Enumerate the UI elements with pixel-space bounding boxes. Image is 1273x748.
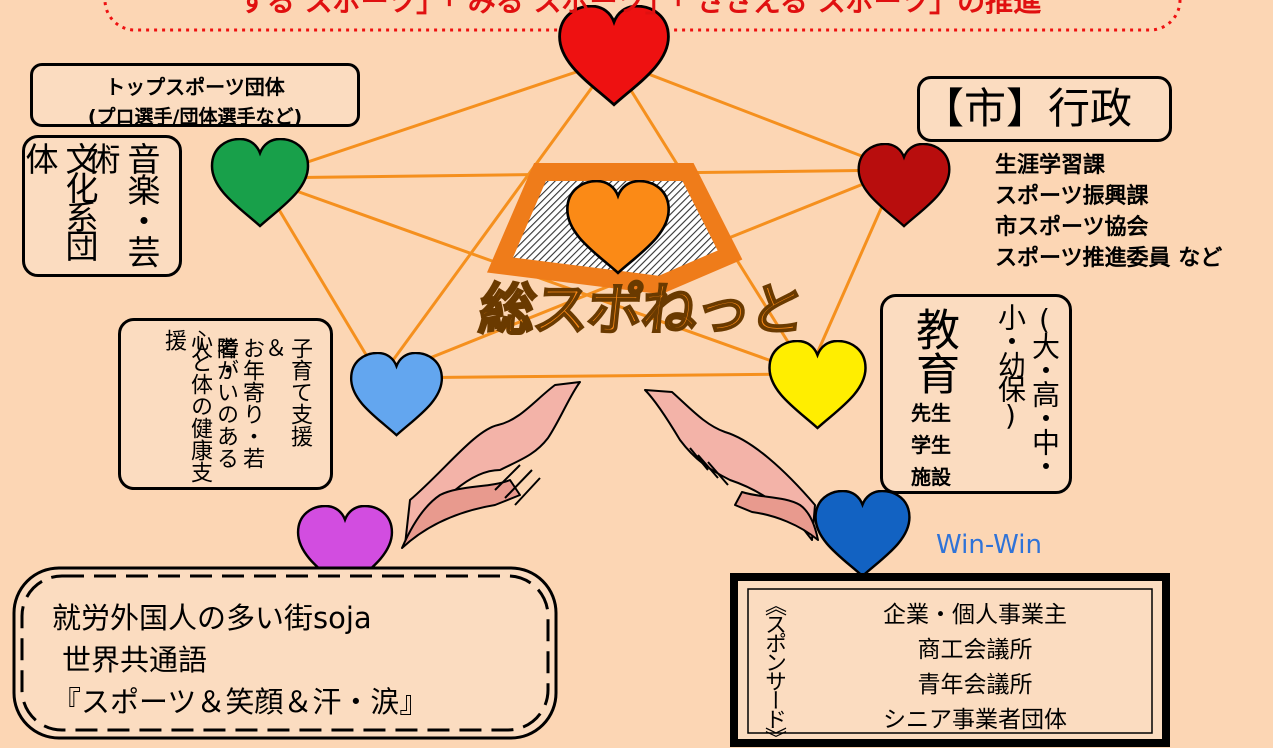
foreign-line-2: 世界共通語 bbox=[62, 643, 208, 677]
heart-blue-icon bbox=[814, 490, 911, 578]
top-sports-title: トップスポーツ団体 bbox=[105, 75, 285, 99]
care-text-4: 心と体の健康支援 bbox=[161, 329, 212, 483]
banner-text: する スポーツ」「 みる スポーツ」「 ささえる スポーツ」の推進 bbox=[238, 0, 1042, 18]
care-text-3: 障がいのある人 bbox=[187, 337, 238, 469]
sponsor-list: 企業・個人事業主 商工会議所 青年会議所 シニア事業者団体 bbox=[815, 598, 1135, 738]
foreign-frame bbox=[12, 566, 558, 740]
gov-list: 生涯学習課 スポーツ振興課 市スポーツ協会 スポーツ推進委員 など bbox=[995, 150, 1222, 274]
gov-item: スポーツ振興課 bbox=[995, 184, 1149, 209]
sponsor-frame bbox=[730, 573, 1170, 747]
edu-item: 先生 bbox=[911, 401, 951, 425]
sponsor-label: 《スポンサード》 bbox=[761, 594, 786, 746]
sponsor-item: 企業・個人事業主 bbox=[883, 602, 1067, 628]
gov-item: 生涯学習課 bbox=[995, 153, 1106, 178]
care-text-1: 子育て支援 ＆ bbox=[261, 337, 312, 447]
handshake-icon bbox=[401, 381, 819, 549]
top-sports-subtitle: (プロ選手/団体選手など) bbox=[87, 106, 303, 128]
center-label: 総スポねっと bbox=[475, 277, 808, 344]
heart-lightblue-icon bbox=[349, 352, 444, 437]
foreign-line-1: 就労外国人の多い街soja bbox=[52, 601, 372, 635]
foreign-line-3: 『スポーツ＆笑顔＆汗・涙』 bbox=[52, 685, 429, 719]
culture-box: 音楽・芸術 文化系団体 bbox=[20, 135, 182, 277]
sponsor-inner-frame bbox=[747, 588, 1153, 734]
care-box: 子育て支援 ＆ お年寄り・若者・ 障がいのある人 心と体の健康支援 bbox=[118, 318, 333, 490]
heart-darkred-icon bbox=[857, 143, 951, 228]
foreign-text: 就労外国人の多い街soja 世界共通語 『スポーツ＆笑顔＆汗・涙』 bbox=[52, 597, 428, 723]
win-win-label: Win-Win bbox=[936, 530, 1043, 560]
heart-red-icon bbox=[560, 6, 669, 105]
edu-school-levels: (大・高・中・小・幼保) bbox=[994, 303, 1061, 476]
care-text-2: お年寄り・若者・ bbox=[213, 337, 264, 469]
gov-title: 【市】行政 bbox=[922, 84, 1133, 133]
gov-item: スポーツ推進委員 など bbox=[995, 246, 1223, 271]
sponsor-item: 青年会議所 bbox=[917, 672, 1033, 698]
edu-title: 教育 bbox=[908, 307, 959, 395]
sponsor-item: シニア事業者団体 bbox=[883, 707, 1067, 733]
culture-music-art: 音楽・芸術 bbox=[82, 142, 161, 266]
gov-item: 市スポーツ協会 bbox=[995, 215, 1149, 240]
edu-item: 学生 bbox=[911, 433, 951, 457]
gov-box: 【市】行政 bbox=[917, 76, 1172, 142]
heart-yellow-icon bbox=[767, 340, 868, 430]
culture-groups: 文化系団体 bbox=[20, 142, 99, 258]
connection-lines bbox=[257, 58, 901, 380]
sponsor-item: 商工会議所 bbox=[917, 637, 1033, 663]
foreign-inner-frame bbox=[20, 574, 550, 732]
heart-green-icon bbox=[210, 138, 310, 228]
edu-list: 先生 学生 施設 bbox=[911, 397, 951, 493]
edu-box: 教育 先生 学生 施設 (大・高・中・小・幼保) bbox=[880, 294, 1072, 494]
edu-item: 施設 bbox=[911, 465, 951, 489]
top-sports-box: トップスポーツ団体 (プロ選手/団体選手など) bbox=[30, 63, 360, 128]
